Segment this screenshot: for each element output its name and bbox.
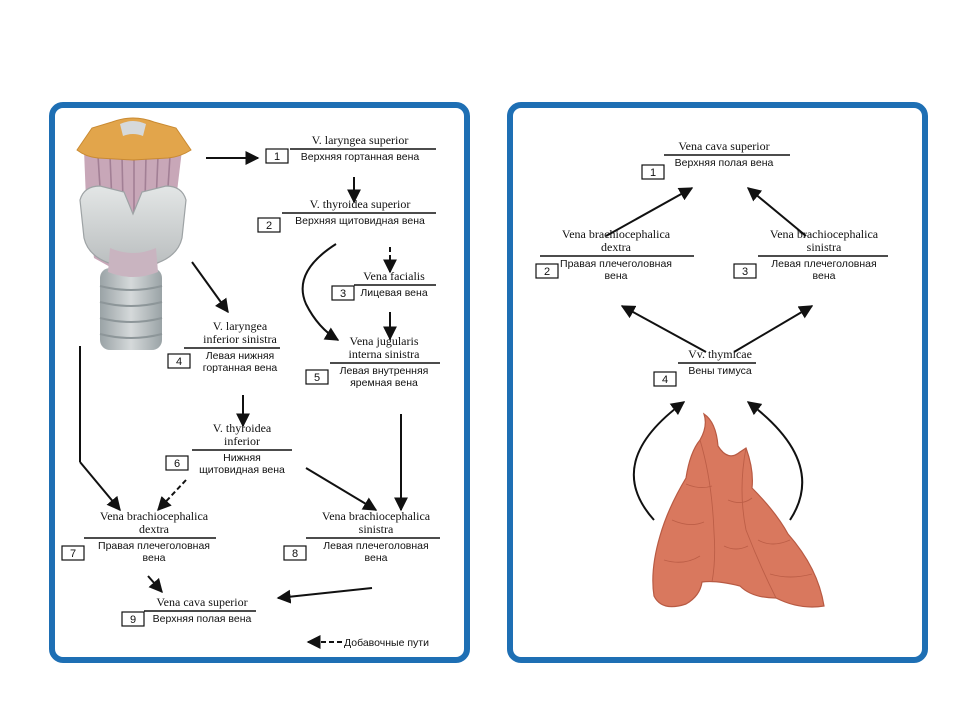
number-box xyxy=(265,148,289,164)
russian-name: Левая плечеголовная xyxy=(771,258,876,270)
latin-name: Vena brachiocephalica xyxy=(562,227,671,241)
russian-name: вена xyxy=(605,270,628,282)
number-box xyxy=(653,371,677,387)
number-box xyxy=(305,369,329,385)
latin-name: Vena jugularis xyxy=(350,334,419,348)
number-box xyxy=(733,263,757,279)
number-box xyxy=(283,545,307,561)
node-number: 3 xyxy=(340,288,346,300)
node-number: 2 xyxy=(544,266,550,278)
node-number: 6 xyxy=(174,458,180,470)
russian-name: Верхняя щитовидная вена xyxy=(295,215,425,227)
latin-name: Vena cava superior xyxy=(678,139,769,153)
russian-name: Левая внутренняя xyxy=(340,365,429,377)
node-number: 2 xyxy=(266,220,272,232)
latin-name: sinistra xyxy=(807,240,842,254)
russian-name: Нижняя xyxy=(223,452,261,464)
latin-name: Vena brachiocephalica xyxy=(770,227,879,241)
latin-name: V. thyroidea xyxy=(213,421,272,435)
russian-name: Верхняя гортанная вена xyxy=(301,151,420,163)
russian-name: Лицевая вена xyxy=(360,287,427,299)
number-box xyxy=(257,217,281,233)
number-box xyxy=(331,285,355,301)
russian-name: Вены тимуса xyxy=(688,365,751,377)
latin-name: dextra xyxy=(601,240,632,254)
latin-name: inferior sinistra xyxy=(203,332,277,346)
latin-name: sinistra xyxy=(359,522,394,536)
number-box xyxy=(121,611,145,627)
latin-name: interna sinistra xyxy=(349,347,421,361)
thymus-illustration xyxy=(652,412,825,608)
node-number: 1 xyxy=(650,167,656,179)
latin-name: Vena brachiocephalica xyxy=(322,509,431,523)
russian-name: щитовидная вена xyxy=(199,464,285,476)
number-box xyxy=(61,545,85,561)
latin-name: V. laryngea superior xyxy=(312,133,409,147)
node-number: 4 xyxy=(176,356,182,368)
russian-name: Правая плечеголовная xyxy=(560,258,672,270)
russian-name: Левая нижняя xyxy=(206,350,275,362)
number-box xyxy=(641,164,665,180)
russian-name: Верхняя полая вена xyxy=(153,613,252,625)
number-box xyxy=(535,263,559,279)
russian-name: вена xyxy=(365,552,388,564)
node-number: 5 xyxy=(314,372,320,384)
latin-name: Vena cava superior xyxy=(156,595,247,609)
node-number: 3 xyxy=(742,266,748,278)
russian-name: яремная вена xyxy=(350,377,418,389)
russian-name: гортанная вена xyxy=(203,362,278,374)
russian-name: вена xyxy=(143,552,166,564)
legend-label: Добавочные пути xyxy=(344,637,429,649)
node-number: 1 xyxy=(274,151,280,163)
node-number: 7 xyxy=(70,548,76,560)
right-flow-arrows xyxy=(605,187,814,521)
number-box xyxy=(165,455,189,471)
latin-name: Vv. thymicae xyxy=(688,347,752,361)
latin-name: Vena brachiocephalica xyxy=(100,509,209,523)
latin-name: inferior xyxy=(224,434,260,448)
latin-name: dextra xyxy=(139,522,170,536)
node-number: 4 xyxy=(662,374,668,386)
node-number: 8 xyxy=(292,548,298,560)
russian-name: вена xyxy=(813,270,836,282)
number-box xyxy=(167,353,191,369)
russian-name: Левая плечеголовная xyxy=(323,540,428,552)
larynx-illustration xyxy=(76,117,192,350)
latin-name: V. laryngea xyxy=(213,319,268,333)
node-number: 9 xyxy=(130,614,136,626)
left-flow-arrows xyxy=(79,151,408,649)
russian-name: Правая плечеголовная xyxy=(98,540,210,552)
russian-name: Верхняя полая вена xyxy=(675,157,774,169)
latin-name: V. thyroidea superior xyxy=(310,197,411,211)
latin-name: Vena facialis xyxy=(363,269,425,283)
